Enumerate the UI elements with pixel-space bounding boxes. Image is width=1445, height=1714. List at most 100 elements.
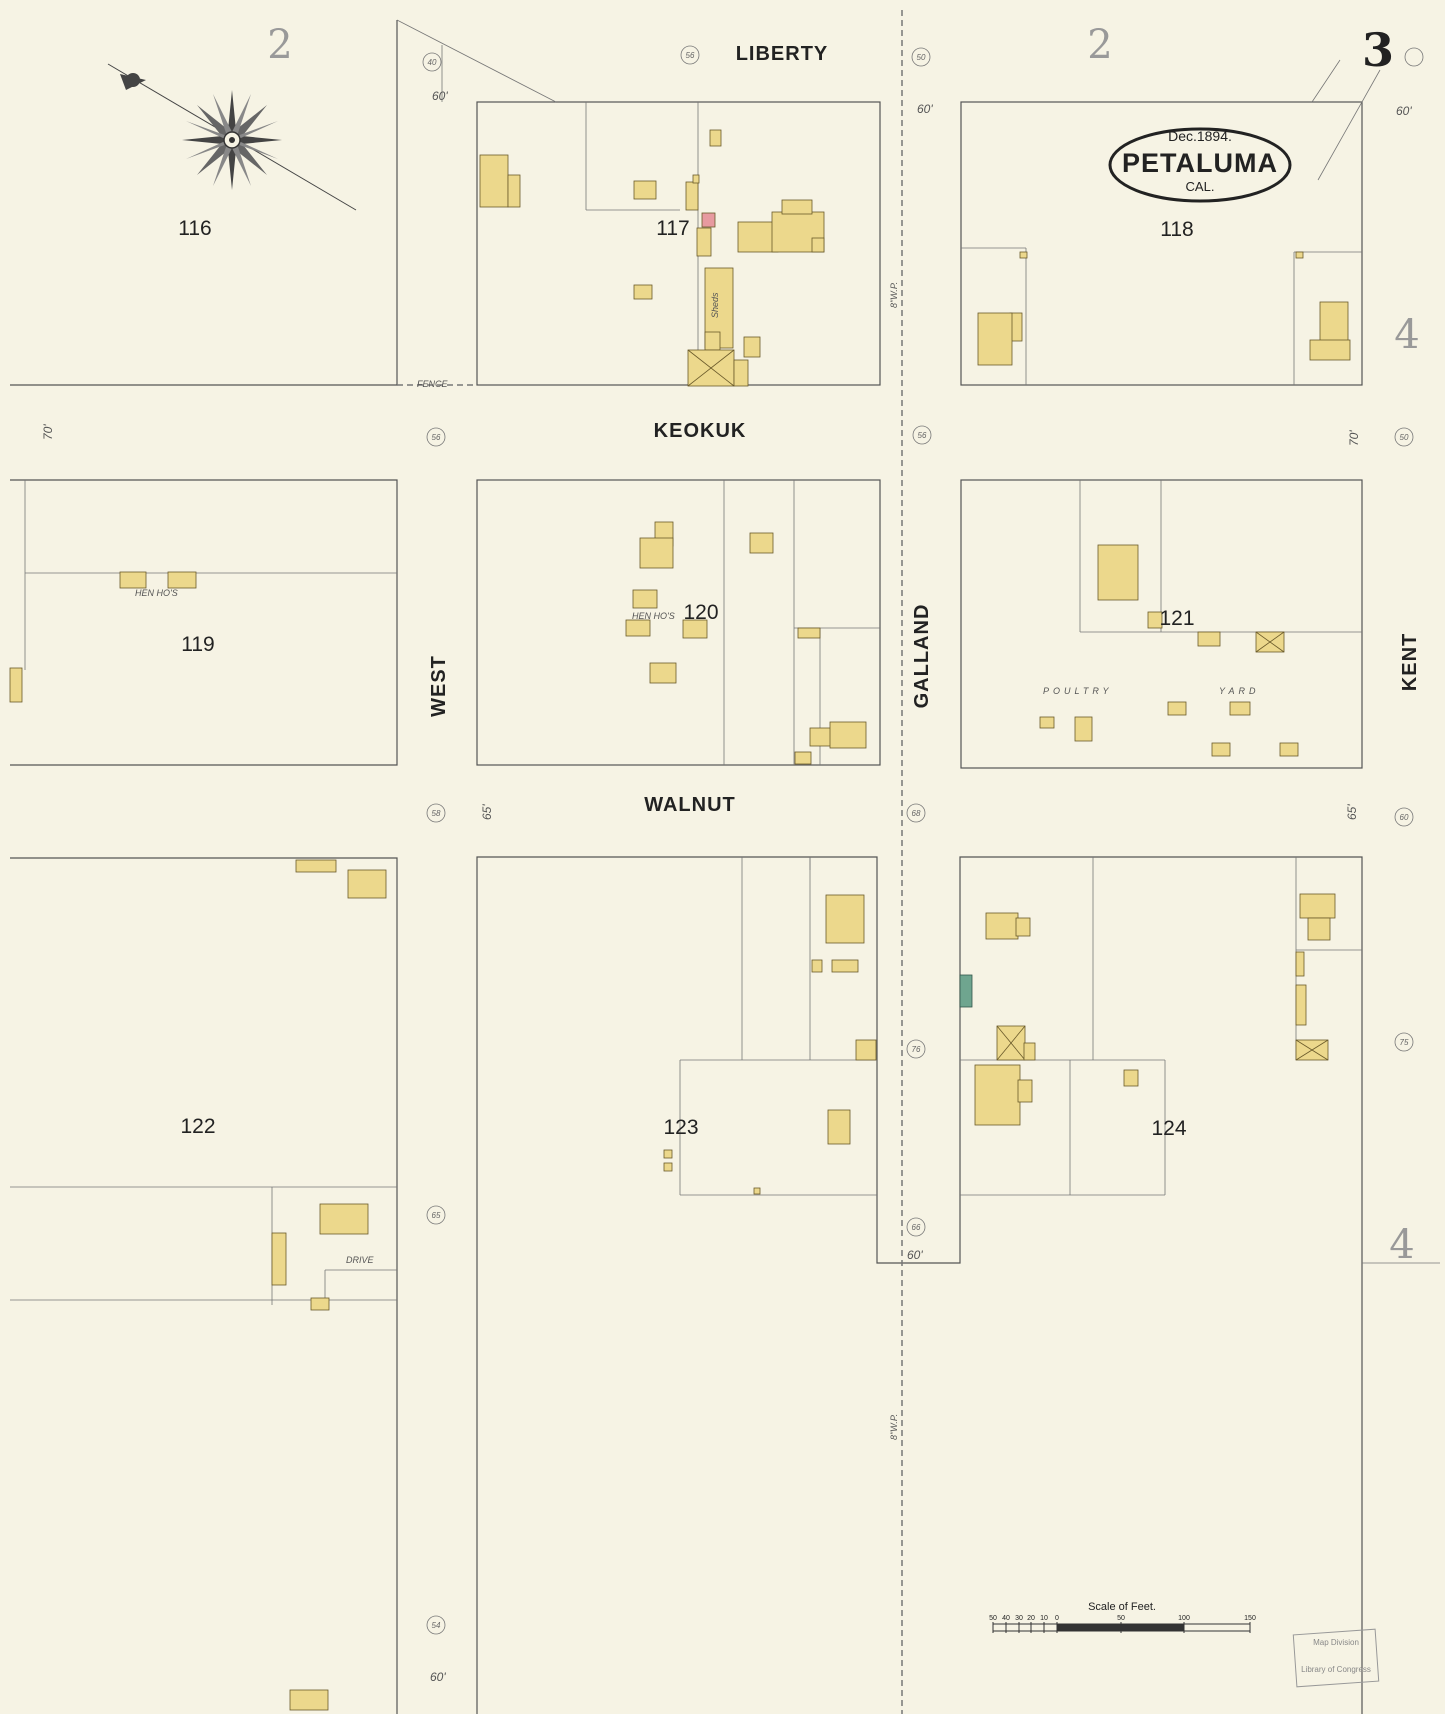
svg-text:20: 20	[1027, 1615, 1035, 1622]
svg-text:50: 50	[1117, 1615, 1125, 1622]
outbuilding	[633, 284, 653, 300]
outbuilding	[1295, 984, 1307, 1026]
outbuilding	[685, 181, 699, 211]
svg-text:68: 68	[912, 809, 921, 818]
dwelling	[985, 912, 1019, 940]
block-116-outline	[10, 20, 398, 386]
barn-shed	[1023, 1042, 1036, 1061]
block-121-outline	[960, 479, 1363, 769]
outbuilding	[289, 1689, 329, 1711]
outbuilding	[811, 959, 823, 973]
outbuilding	[809, 727, 833, 747]
dwelling-addition	[1015, 917, 1031, 937]
outbuilding	[663, 1149, 673, 1159]
buildings	[9, 129, 1351, 1711]
outbuilding	[794, 751, 812, 765]
svg-text:56: 56	[432, 433, 441, 442]
dwelling	[1309, 339, 1351, 361]
outbuilding	[649, 662, 677, 684]
street-width: 60'	[907, 1248, 923, 1262]
block-118-outline	[960, 101, 1363, 386]
poultry-label: POULTRY	[1043, 686, 1113, 696]
dwelling	[1319, 301, 1349, 343]
adjacent-sheet-ref: 4	[1394, 312, 1419, 358]
dwelling-porch	[1017, 1079, 1033, 1103]
outbuilding	[692, 174, 700, 184]
block-number: 117	[656, 217, 689, 240]
block-outlines	[10, 20, 1363, 1714]
adjacent-sheet-ref: 2	[1087, 22, 1112, 68]
block-number: 118	[1160, 218, 1193, 241]
street-width: 65'	[480, 804, 494, 820]
outbuilding	[1197, 631, 1221, 647]
coop	[1279, 742, 1299, 757]
dwelling	[781, 199, 813, 215]
outbuilding	[295, 859, 337, 873]
outbuilding	[9, 667, 23, 703]
dwelling	[977, 312, 1013, 366]
state-name: CAL.	[1186, 179, 1215, 194]
coop	[1229, 701, 1251, 716]
block-number: 119	[181, 633, 214, 656]
street-keokuk: KEOKUK	[654, 420, 747, 442]
dwelling	[1299, 893, 1336, 919]
street-width: 60'	[1396, 104, 1412, 118]
stone-building	[959, 974, 973, 1008]
street-number-labels: 56 50 40 56 56 50 58 68 60 76 75 65 66 5…	[428, 51, 1409, 1630]
adjacent-sheet-ref: 4	[1389, 1222, 1414, 1268]
outbuilding	[682, 619, 708, 639]
street-west: WEST	[428, 655, 450, 717]
outbuilding	[696, 227, 712, 257]
street-width: 65'	[1345, 804, 1359, 820]
dwelling	[319, 1203, 369, 1235]
svg-text:0: 0	[1055, 1615, 1059, 1622]
svg-text:40: 40	[428, 58, 437, 67]
block-123-124-outline	[476, 856, 1363, 1714]
svg-text:30: 30	[1015, 1615, 1023, 1622]
svg-text:60: 60	[1400, 813, 1409, 822]
sheds-label: Sheds	[710, 292, 720, 318]
svg-text:56: 56	[918, 431, 927, 440]
water-pipe-label: 8"W.P.	[889, 282, 899, 308]
hen-house	[167, 571, 197, 589]
block-number: 122	[180, 1115, 215, 1138]
dwelling	[827, 1109, 851, 1145]
svg-text:58: 58	[432, 809, 441, 818]
outbuilding	[633, 180, 657, 200]
dwelling	[479, 154, 509, 208]
fence-label: FENCE	[417, 379, 448, 389]
block-120-outline	[476, 479, 881, 766]
shed	[271, 1232, 287, 1286]
block-number: 124	[1151, 1117, 1186, 1140]
hen-house-label: HEN HO'S	[135, 588, 178, 598]
outbuilding	[855, 1039, 877, 1061]
scale-ticks: 50 40 30 20 10 0 50 100 150	[989, 1615, 1256, 1622]
outbuilding	[1019, 251, 1028, 259]
dwelling	[737, 221, 779, 253]
dwelling	[347, 869, 387, 899]
block-122-outline	[10, 857, 398, 1714]
barn-shed	[733, 359, 749, 387]
dwelling-porch	[811, 237, 825, 253]
outbuilding	[663, 1162, 673, 1172]
sheet-number: 3	[1362, 23, 1394, 77]
scale-bar	[992, 1622, 1251, 1633]
brick-building	[701, 212, 716, 228]
street-walnut: WALNUT	[644, 794, 736, 816]
street-galland: GALLAND	[911, 604, 933, 709]
outbuilding	[310, 1297, 330, 1311]
outbuilding	[743, 336, 761, 358]
water-pipe-label: 8"W.P.	[889, 1414, 899, 1440]
street-number-markers	[422, 45, 1424, 1635]
title-cartouche	[1108, 127, 1292, 203]
library-stamp	[1292, 1628, 1380, 1688]
outbuilding	[1295, 951, 1305, 977]
outbuilding	[753, 1187, 761, 1195]
dwelling-addition	[507, 174, 521, 208]
svg-text:54: 54	[432, 1621, 441, 1630]
lot-lines	[10, 19, 1440, 1310]
coop	[1039, 716, 1055, 729]
shed	[704, 331, 721, 351]
